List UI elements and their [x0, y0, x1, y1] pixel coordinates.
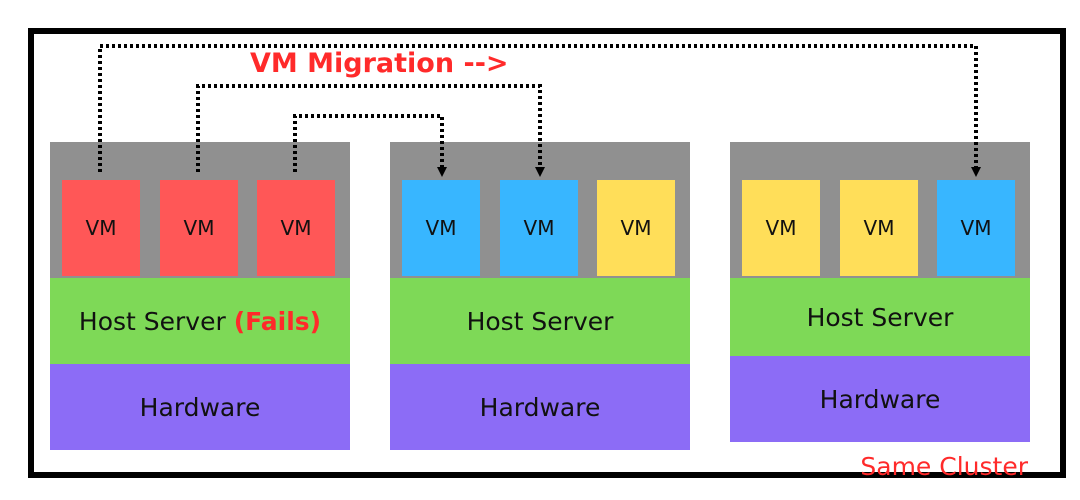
- host-server-label: Host Server: [78, 306, 226, 336]
- vm-box: VM: [257, 180, 335, 276]
- vm-box: VM: [597, 180, 675, 276]
- hardware-layer: Hardware: [390, 364, 690, 450]
- host-server-label: Host Server: [466, 306, 614, 336]
- vm-box: VM: [937, 180, 1015, 276]
- hardware-label: Hardware: [479, 392, 601, 422]
- vm-box: VM: [742, 180, 820, 276]
- host-server: Host Server: [730, 278, 1030, 356]
- host-server-label: Host Server: [806, 302, 954, 332]
- hardware-label: Hardware: [139, 392, 261, 422]
- hardware-layer: Hardware: [50, 364, 350, 450]
- migration-title: VM Migration -->: [250, 48, 509, 79]
- vm-box: VM: [500, 180, 578, 276]
- host-server: Host Server (Fails): [50, 278, 350, 364]
- hardware-label: Hardware: [819, 384, 941, 414]
- vm-box: VM: [840, 180, 918, 276]
- vm-box: VM: [402, 180, 480, 276]
- host-fails-status: (Fails): [233, 306, 322, 336]
- cluster-label: Same Cluster: [860, 452, 1028, 481]
- hardware-layer: Hardware: [730, 356, 1030, 442]
- vm-box: VM: [160, 180, 238, 276]
- host-server: Host Server: [390, 278, 690, 364]
- vm-box: VM: [62, 180, 140, 276]
